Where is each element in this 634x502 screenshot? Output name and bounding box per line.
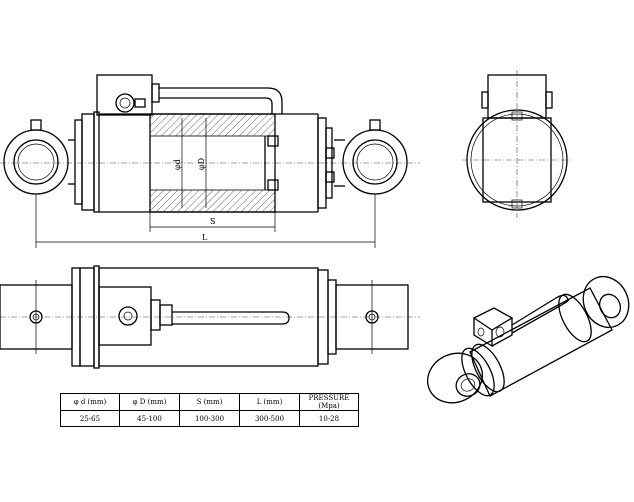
table-header-row: φ d (mm) φ D (mm) S (mm) L (mm) PRESSURE… xyxy=(60,393,359,411)
cylinder-barrel-section xyxy=(99,113,319,213)
isometric-view xyxy=(427,276,630,404)
value-length: 300-500 xyxy=(239,410,300,427)
stroke-label: S xyxy=(210,217,215,226)
value-rod-diameter: 25-65 xyxy=(60,410,120,427)
value-bore-diameter: 45-100 xyxy=(119,410,180,427)
header-rod-diameter: φ d (mm) xyxy=(60,393,120,411)
header-length: L (mm) xyxy=(239,393,300,411)
specification-table: φ d (mm) φ D (mm) S (mm) L (mm) PRESSURE… xyxy=(60,393,359,427)
section-view: φd φD S L xyxy=(0,74,420,248)
header-pressure: PRESSURE (Mpa) xyxy=(299,393,359,411)
end-view xyxy=(462,70,572,218)
length-label: L xyxy=(202,233,208,242)
top-view xyxy=(0,265,420,369)
header-bore-diameter: φ D (mm) xyxy=(119,393,180,411)
rod-diameter-label: φd xyxy=(173,159,182,170)
left-clevis-eye xyxy=(3,119,75,195)
table-value-row: 25-65 45-100 100-300 300-500 10-28 xyxy=(60,410,359,427)
bore-diameter-label: φD xyxy=(197,158,206,170)
value-pressure: 10-28 xyxy=(299,410,359,427)
value-stroke: 100-300 xyxy=(179,410,240,427)
header-stroke: S (mm) xyxy=(179,393,240,411)
right-clevis-eye xyxy=(342,119,408,195)
valve-block xyxy=(96,74,160,116)
